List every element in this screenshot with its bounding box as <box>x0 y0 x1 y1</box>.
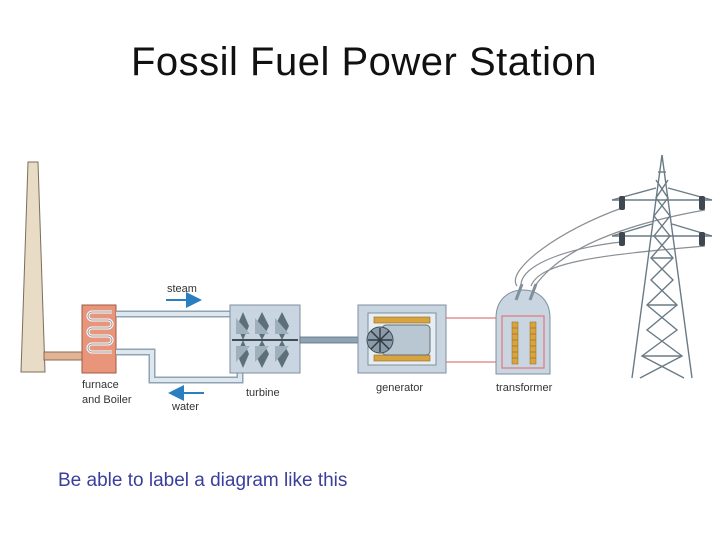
water-pipe <box>116 348 244 384</box>
pylon <box>611 154 713 379</box>
steam-label: steam <box>167 283 197 295</box>
pylon-insulators <box>619 196 705 246</box>
chimney <box>20 161 46 373</box>
drive-shaft <box>299 336 361 344</box>
furnace-label-line2: and Boiler <box>82 394 132 406</box>
page-title: Fossil Fuel Power Station <box>130 40 597 84</box>
water-label: water <box>171 401 199 413</box>
turbine <box>229 304 301 374</box>
furnace-label-line1: furnace <box>82 379 119 391</box>
flue-pipe <box>43 351 85 361</box>
turbine-label: turbine <box>246 387 280 399</box>
furnace-boiler <box>81 304 117 374</box>
transformer-label: transformer <box>496 382 553 394</box>
transformer <box>495 283 551 375</box>
generator <box>357 304 447 374</box>
generator-label: generator <box>376 382 423 394</box>
instruction-caption: Be able to label a diagram like this <box>58 470 348 491</box>
transmission-cables <box>514 207 706 287</box>
